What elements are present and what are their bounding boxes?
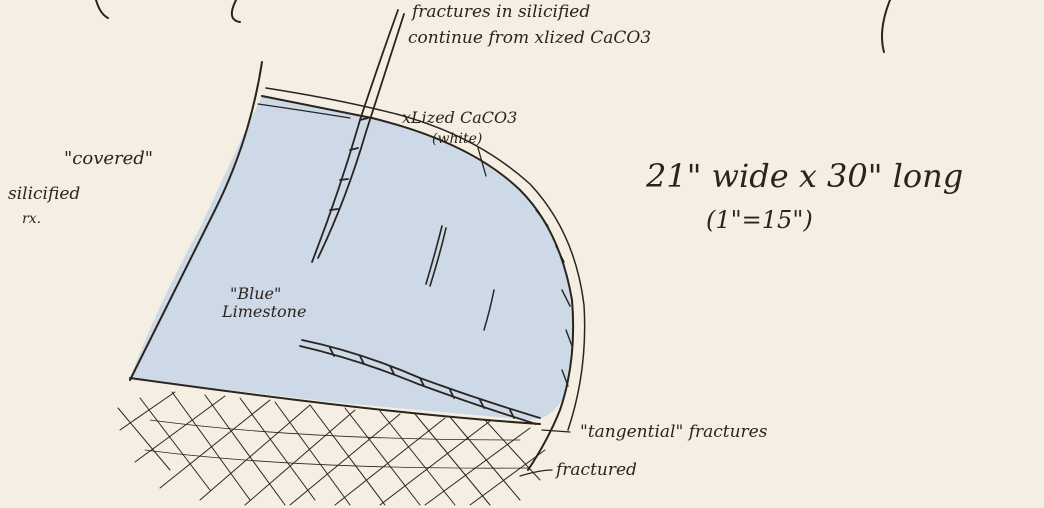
label-limestone: Limestone [222, 304, 306, 320]
label-blue: "Blue" [230, 286, 281, 302]
label-xlized-line2: (white) [432, 132, 482, 146]
label-silicified-rx: rx. [22, 212, 41, 226]
label-tangential-fractures: "tangential" fractures [580, 424, 767, 441]
label-fractured: fractured [556, 462, 637, 479]
label-dimensions: 21" wide x 30" long [646, 160, 963, 192]
label-covered: "covered" [64, 150, 153, 168]
label-silicified: silicified [8, 186, 80, 203]
limestone-body [130, 96, 573, 420]
label-scale: (1"=15") [706, 208, 813, 232]
label-xlized-line1: xLized CaCO3 [402, 110, 517, 126]
label-fractures-line1: fractures in silicified [412, 4, 590, 21]
label-fractures-line2: continue from xlized CaCO3 [408, 30, 651, 47]
